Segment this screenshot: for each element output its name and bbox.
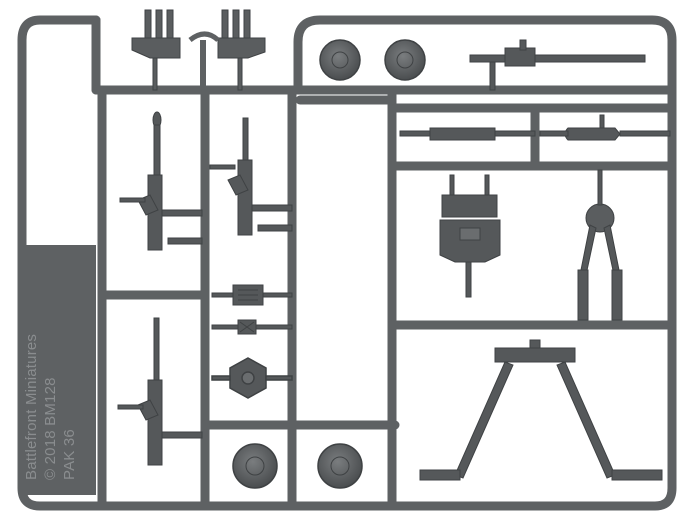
- rifle-part-3: [117, 317, 203, 466]
- wheel-bottom-right: [317, 443, 363, 489]
- top-right-parts-cluster: [217, 9, 266, 91]
- shell-part: [539, 114, 671, 141]
- sprue-runners: [17, 15, 677, 511]
- rifle-part-1: [119, 111, 203, 251]
- engraving-line-manufacturer: Battlefront Miniatures: [23, 333, 40, 480]
- wheel-top-left: [319, 39, 361, 81]
- trail-leg-part: [577, 169, 623, 321]
- wheel-bottom-left: [232, 443, 278, 489]
- axle-part: [399, 127, 536, 141]
- sprue-engraving: Battlefront Miniatures © 2018 BM128 PAK …: [22, 280, 100, 480]
- ammo-crate-part: [211, 284, 293, 306]
- gun-barrel-part: [469, 39, 646, 91]
- split-trail-part: [419, 339, 663, 481]
- wheel-top-right: [384, 39, 426, 81]
- small-cross-part: [211, 319, 293, 335]
- center-top-gate: [188, 31, 220, 43]
- gun-carriage-part: [439, 174, 501, 298]
- engraving-line-copyright: © 2018 BM128: [42, 377, 59, 480]
- top-left-parts-cluster: [131, 9, 181, 91]
- engraving-line-model: PAK 36: [61, 429, 78, 480]
- hex-nut-part: [211, 357, 293, 399]
- engraved-label-panel: [26, 245, 96, 495]
- rifle-part-2: [209, 117, 293, 236]
